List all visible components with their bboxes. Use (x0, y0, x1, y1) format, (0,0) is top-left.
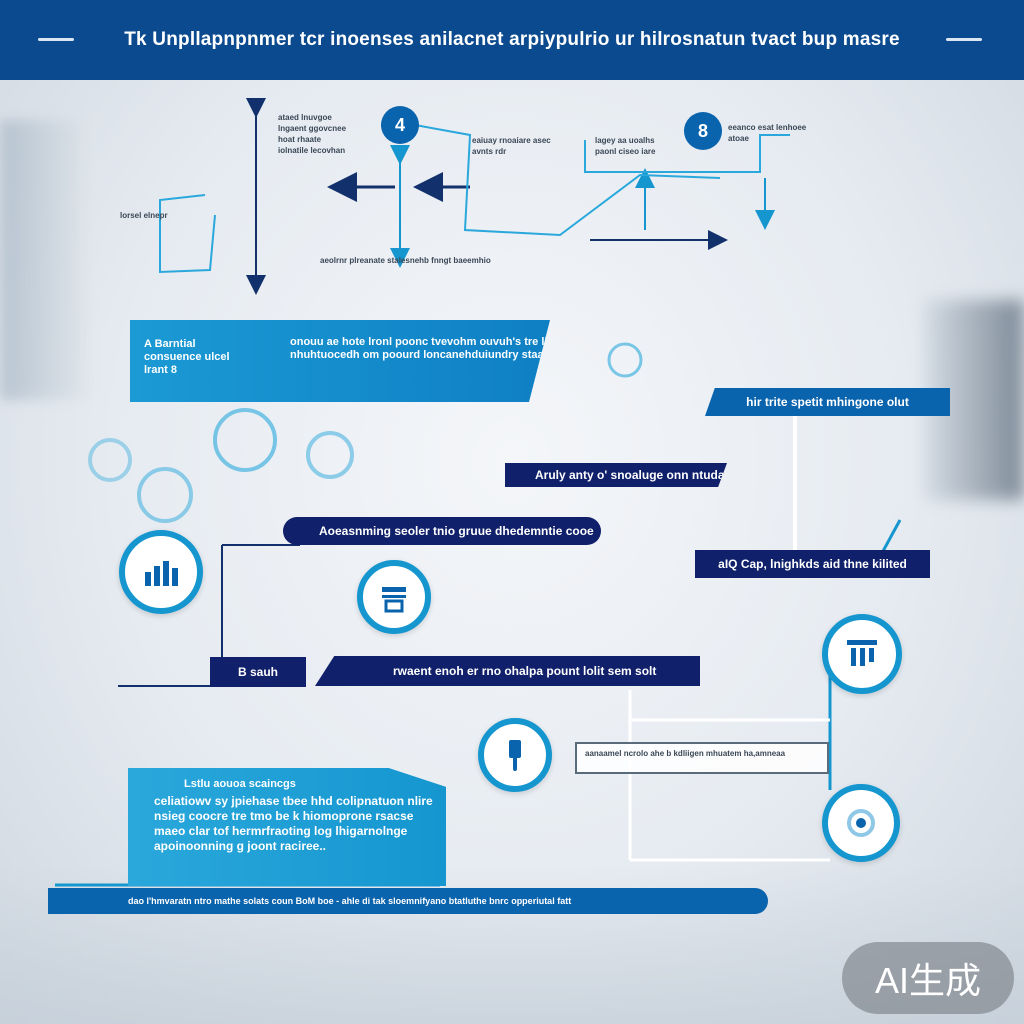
top-text-small-left: lagey aa uoalhs paonl ciseo iare (595, 135, 675, 157)
sensor-icon (822, 784, 900, 862)
banner-lower-left-label: B sauh (238, 665, 278, 679)
pump-icon (478, 718, 552, 792)
banner-right-top: hir trite spetit mhingone olut (705, 388, 950, 416)
step-number-left: 4 (381, 106, 419, 144)
banner-lower-left: B sauh (210, 657, 306, 687)
banner-lower-mid: rwaent enoh er rno ohalpa pount lolit se… (315, 656, 700, 686)
top-text-right: eeanco esat lenhoee atoae (728, 122, 808, 144)
banner-mid-1: Aruly anty o' snoaluge onn ntuda (505, 463, 727, 487)
bottom-panel-body: celiatiowv sy jpiehase tbee hhd colipnat… (154, 794, 436, 854)
banner-mid-2: Aoeasnming seoler tnio gruue dhedemntie … (283, 517, 601, 545)
banner-bottom-label: dao l'hmvaratn ntro mathe solats coun Bo… (128, 896, 571, 906)
left-panel-title: A Barntial consuence ulcel lrant 8 (144, 338, 232, 377)
banner-mid-2-label: Aoeasnming seoler tnio gruue dhedemntie … (319, 524, 594, 538)
banner-bottom: dao l'hmvaratn ntro mathe solats coun Bo… (48, 888, 768, 914)
banner-right-top-label: hir trite spetit mhingone olut (746, 395, 909, 409)
bar-chart-icon (119, 530, 203, 614)
banner-right-mid: aIQ Cap, lnighkds aid thne kilited (695, 550, 930, 578)
bottom-panel-title: Lstlu aouoa scaincgs (184, 776, 296, 792)
document-icon (357, 560, 431, 634)
left-info-panel: A Barntial consuence ulcel lrant 8 onouu… (130, 320, 550, 402)
banner-lower-mid-label: rwaent enoh er rno ohalpa pount lolit se… (393, 664, 656, 678)
top-text-left-2: lorsel elnepr (120, 210, 190, 221)
right-callout-text: aanaamel ncrolo ahe b kdliigen mhuatem h… (577, 744, 827, 763)
top-text-bottom: aeolrnr plreanate stalesnehb fnngt baeem… (320, 255, 550, 266)
banner-right-mid-label: aIQ Cap, lnighkds aid thne kilited (718, 557, 907, 571)
bottom-info-panel: Lstlu aouoa scaincgs celiatiowv sy jpieh… (128, 768, 446, 886)
ai-generated-watermark: AI生成 (842, 942, 1014, 1014)
banner-mid-1-label: Aruly anty o' snoaluge onn ntuda (535, 468, 725, 482)
top-text-left: ataed lnuvgoe lngaent ggovcnee hoat rhaa… (278, 112, 350, 156)
column-chart-icon (822, 614, 902, 694)
top-text-center: eaiuay rnoaiare asec avnts rdr (472, 135, 552, 157)
right-callout-box: aanaamel ncrolo ahe b kdliigen mhuatem h… (575, 742, 829, 774)
step-number-right: 8 (684, 112, 722, 150)
